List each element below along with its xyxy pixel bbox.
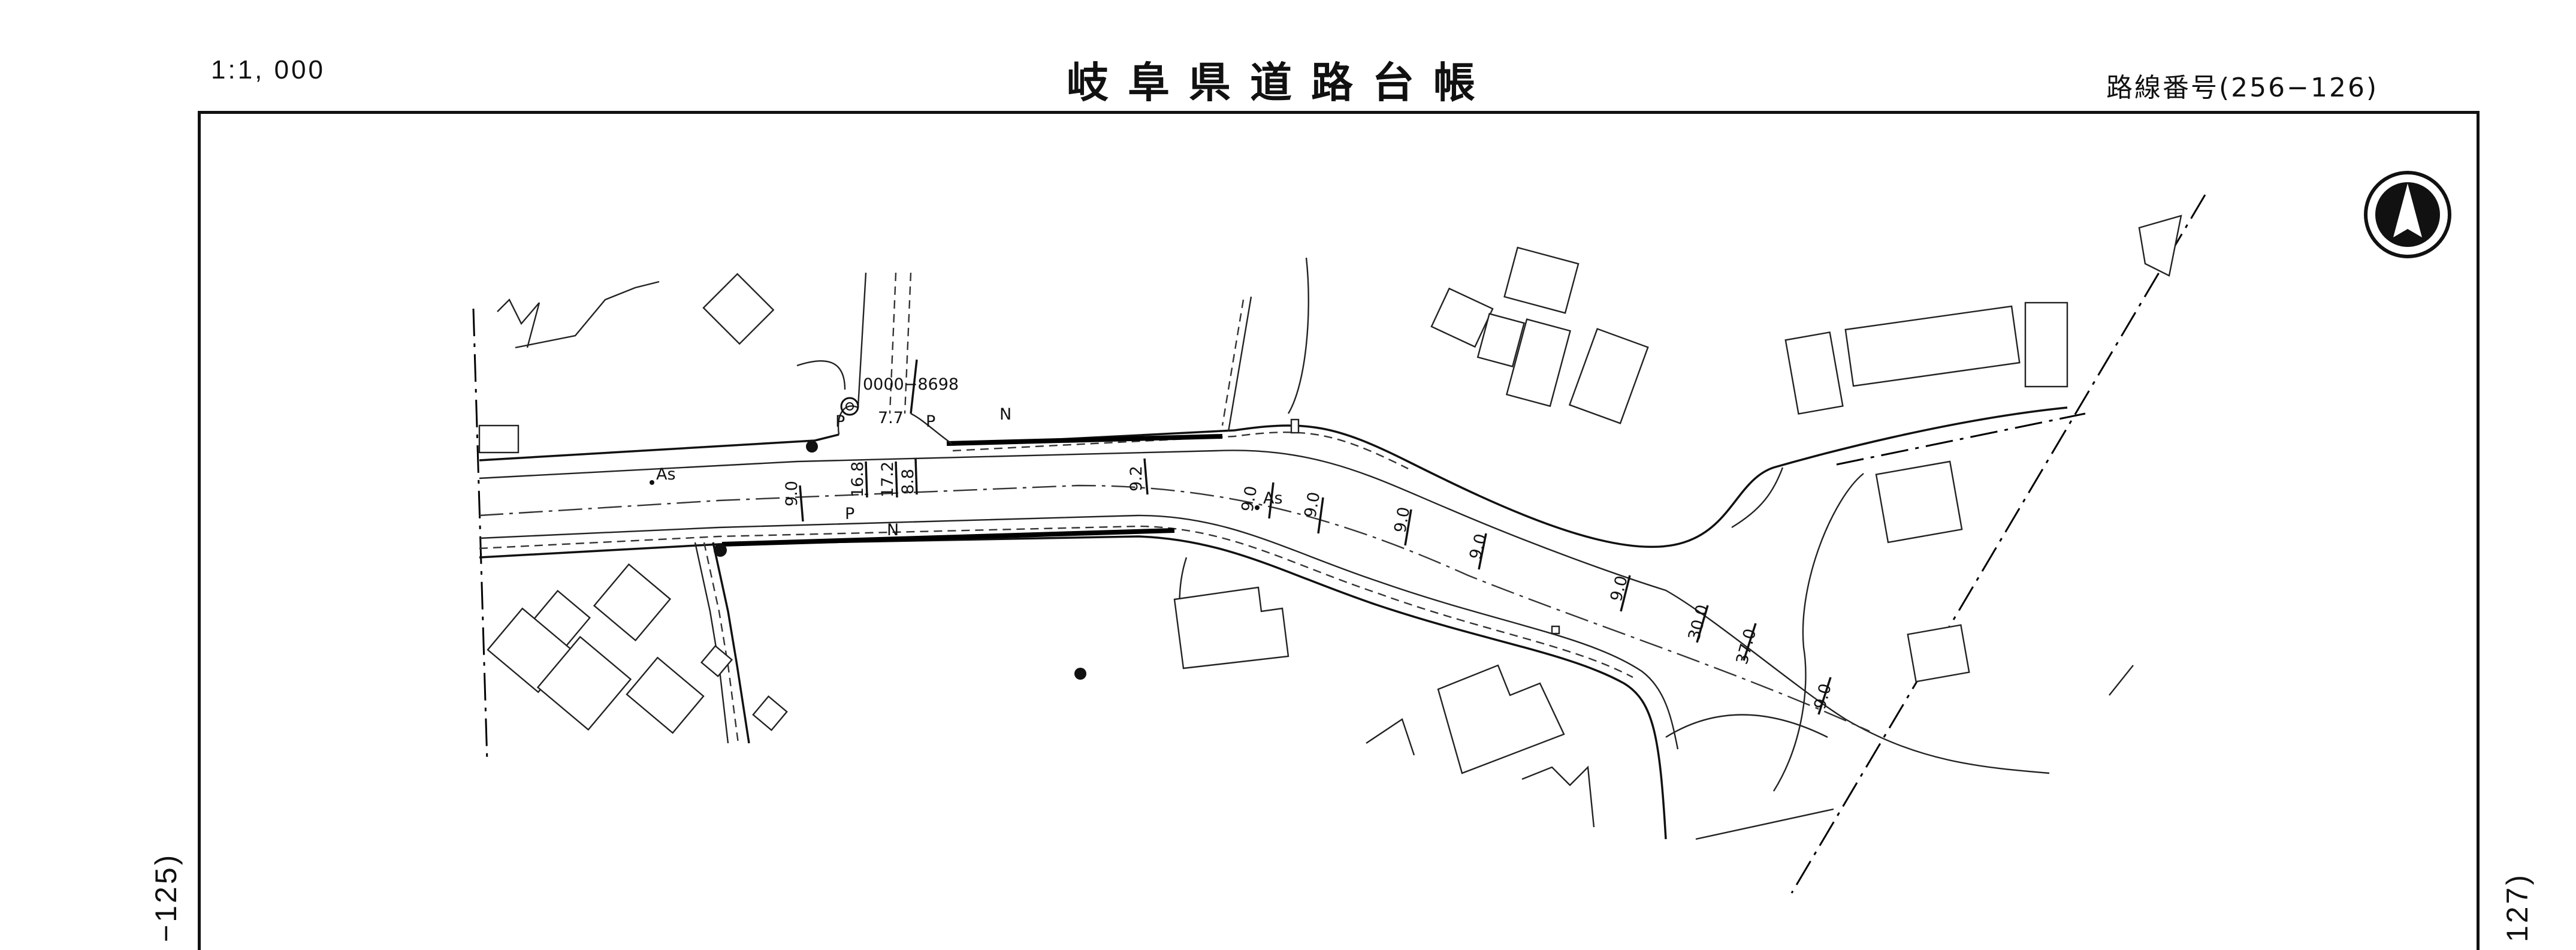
width-9-0-a: 9.0	[783, 481, 801, 506]
surface-label-left: As	[656, 465, 676, 484]
width-9-0-c: 9.0	[1301, 491, 1324, 520]
width-9-0-b: 9.0	[1238, 485, 1261, 514]
buildings	[487, 215, 2182, 774]
width-9-0-f: 9.0	[1607, 574, 1632, 604]
main-road	[479, 406, 2068, 840]
north-arrow-icon	[2364, 171, 2451, 258]
mark-p-2: P	[926, 412, 935, 431]
road-code-label: 0000−8698	[863, 375, 959, 394]
map-frame	[198, 111, 2480, 950]
mark-p-1: P	[835, 412, 845, 431]
width-37-0: 37.0	[1733, 627, 1760, 666]
terrain-lines	[478, 281, 2134, 828]
width-9-2: 9.2	[1127, 466, 1146, 491]
width-8-8: 8.8	[899, 469, 917, 494]
map-symbols	[650, 397, 1260, 680]
map-scale: 1:1, 000	[211, 55, 326, 85]
width-ticks	[799, 458, 1832, 715]
page-title: 岐阜県道路台帳	[1067, 58, 1494, 107]
width-9-0-g: 9.0	[1811, 681, 1835, 711]
mark-p-3: P	[845, 505, 854, 523]
route-number: 路線番号(256−126)	[2106, 73, 2379, 103]
mark-n-top: N	[999, 405, 1011, 424]
width-9-0-d: 9.0	[1391, 506, 1414, 535]
width-16-8: 16.8	[848, 462, 867, 497]
mark-n-bottom: N	[887, 521, 899, 539]
map-labels: 0000−8698 As As N N P P P 7.7 9.0 16.8 1…	[656, 375, 1835, 711]
width-17-2: 17.2	[878, 462, 897, 497]
width-30-0: 30.0	[1685, 603, 1713, 643]
route-boundary-lines	[472, 194, 2206, 894]
side-roads	[694, 257, 1309, 744]
width-9-0-e: 9.0	[1466, 532, 1491, 562]
width-7-7: 7.7	[878, 409, 904, 427]
surface-label-mid: As	[1263, 489, 1283, 508]
